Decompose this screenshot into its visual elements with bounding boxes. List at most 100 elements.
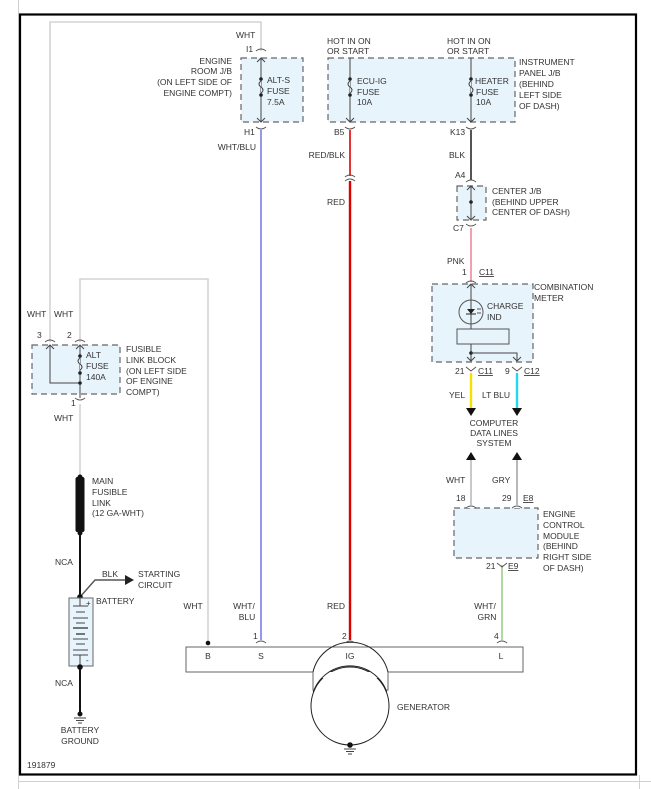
wht-blu-upper-label: WHT/BLU — [218, 142, 256, 152]
ecm-title-1: ENGINE — [543, 509, 576, 519]
data-lines-1: COMPUTER — [470, 418, 519, 428]
pin-k13: K13 — [450, 127, 465, 137]
ip-jb-title-1: INSTRUMENT — [519, 57, 575, 67]
engine-room-title-4: ENGINE COMPT) — [164, 88, 233, 98]
engine-room-title-2: ROOM J/B — [191, 66, 232, 76]
starting-circuit-label-2: CIRCUIT — [138, 580, 172, 590]
ip-jb-title-3: (BEHIND — [519, 79, 554, 89]
battery-plus: + — [86, 599, 91, 608]
heater-fuse-label-1: HEATER — [475, 76, 509, 86]
center-jb-title-2: (BEHIND UPPER — [492, 197, 559, 207]
battery-ground-label-1: BATTERY — [61, 725, 100, 735]
starting-blk-label: BLK — [102, 569, 118, 579]
battery-label: BATTERY — [96, 596, 135, 606]
blk-label: BLK — [449, 150, 465, 160]
engine-room-title-3: (ON LEFT SIDE OF — [157, 77, 232, 87]
pin-c7: C7 — [453, 223, 464, 233]
ecm-pin-29: 29 — [502, 493, 512, 503]
combination-meter — [431, 280, 534, 372]
diagram-frame — [18, 13, 638, 776]
terminal-b-label: B — [205, 651, 211, 661]
center-jb-title-1: CENTER J/B — [492, 186, 542, 196]
terminal-ig-connector — [344, 640, 356, 644]
red-blk-label: RED/BLK — [309, 150, 346, 160]
heater-hot-2: OR START — [447, 46, 489, 56]
arrow-ltblu-down — [512, 408, 522, 416]
engine-control-module — [453, 505, 539, 568]
meter-pin-1: 1 — [462, 267, 467, 277]
alt-s-fuse-label-2: FUSE — [267, 86, 290, 96]
engine-room-pin-h1: H1 — [244, 127, 255, 137]
gen-wht-blu-label-1: WHT/ — [233, 601, 255, 611]
battery-ground-label-2: GROUND — [61, 736, 99, 746]
main-link-label-4: (12 GA-WHT) — [92, 508, 144, 518]
fl-title-5: COMPT) — [126, 387, 160, 397]
gen-wht-grn-label-2: GRN — [478, 612, 497, 622]
meter-circuit-box — [456, 328, 510, 345]
nca-upper-label: NCA — [55, 557, 73, 567]
ecm-title-5: RIGHT SIDE — [543, 552, 592, 562]
ecm-conn-e9: E9 — [508, 561, 519, 571]
nca-lower-label: NCA — [55, 678, 73, 688]
alt-s-fuse-label-1: ALT-S — [267, 75, 290, 85]
fusible-link-block — [31, 339, 121, 401]
terminal-s-connector — [255, 640, 267, 644]
ecm-title-3: MODULE — [543, 531, 580, 541]
alt-s-fuse-label-3: 7.5A — [267, 97, 285, 107]
charge-ind-label-1: CHARGE — [487, 301, 524, 311]
ecu-hot-1: HOT IN ON — [327, 36, 371, 46]
ip-jb-title-2: PANEL J/B — [519, 68, 561, 78]
fl-wht-3-label: WHT — [27, 309, 46, 319]
charge-ind-label-2: IND — [487, 312, 502, 322]
alt-fuse-label-3: 140A — [86, 372, 106, 382]
wire-wht-fusible-to-engine-room — [49, 21, 262, 342]
fl-pin-2: 2 — [67, 330, 72, 340]
ecm-pin-21: 21 — [486, 561, 496, 571]
alt-fuse-label-2: FUSE — [86, 361, 109, 371]
ecm-title-6: OF DASH) — [543, 563, 584, 573]
inline-connector-red — [344, 174, 356, 182]
ecm-title-4: (BEHIND — [543, 541, 578, 551]
alt-fuse-label-1: ALT — [86, 350, 101, 360]
pin-a4: A4 — [455, 170, 466, 180]
engine-room-wht-label: WHT — [236, 30, 255, 40]
meter-pin-9: 9 — [505, 366, 510, 376]
yel-label: YEL — [449, 390, 465, 400]
meter-pin-21: 21 — [455, 366, 465, 376]
center-jb — [456, 179, 487, 227]
ecu-fuse-label-1: ECU-IG — [357, 76, 387, 86]
lt-blu-label: LT BLU — [482, 390, 510, 400]
ip-jb-title-4: LEFT SIDE — [519, 90, 562, 100]
terminal-s-label: S — [258, 651, 264, 661]
gen-pin-1: 1 — [253, 631, 258, 641]
terminal-l-connector — [496, 640, 508, 644]
pnk-label: PNK — [447, 256, 465, 266]
wire-wht-fusible-to-generator-b — [79, 278, 209, 642]
heater-fuse-label-3: 10A — [476, 97, 491, 107]
gen-wht-grn-label-1: WHT/ — [474, 601, 496, 611]
main-fusible-link — [75, 474, 85, 536]
data-lines-2: DATA LINES — [470, 428, 518, 438]
terminal-ig-label: IG — [346, 651, 355, 661]
fl-wht-2-label: WHT — [54, 309, 73, 319]
battery-ground-symbol — [74, 711, 86, 724]
arrow-yel-down — [466, 408, 476, 416]
fl-title-3: (ON LEFT SIDE — [126, 366, 187, 376]
fl-title-2: LINK BLOCK — [126, 355, 176, 365]
ecm-conn-e8: E8 — [523, 493, 534, 503]
main-link-label-2: FUSIBLE — [92, 487, 128, 497]
gen-red-label: RED — [327, 601, 345, 611]
gen-pin-2: 2 — [342, 631, 347, 641]
generator-label: GENERATOR — [397, 702, 450, 712]
starting-circuit-label-1: STARTING — [138, 569, 180, 579]
ecu-fuse-label-3: 10A — [357, 97, 372, 107]
main-link-label-1: MAIN — [92, 476, 113, 486]
ip-jb-title-5: OF DASH) — [519, 101, 560, 111]
heater-hot-1: HOT IN ON — [447, 36, 491, 46]
ecm-pin-18: 18 — [456, 493, 466, 503]
meter-conn-c11-top: C11 — [479, 267, 494, 277]
gen-wht-label: WHT — [183, 601, 202, 611]
main-link-label-3: LINK — [92, 498, 111, 508]
generator — [185, 641, 524, 755]
